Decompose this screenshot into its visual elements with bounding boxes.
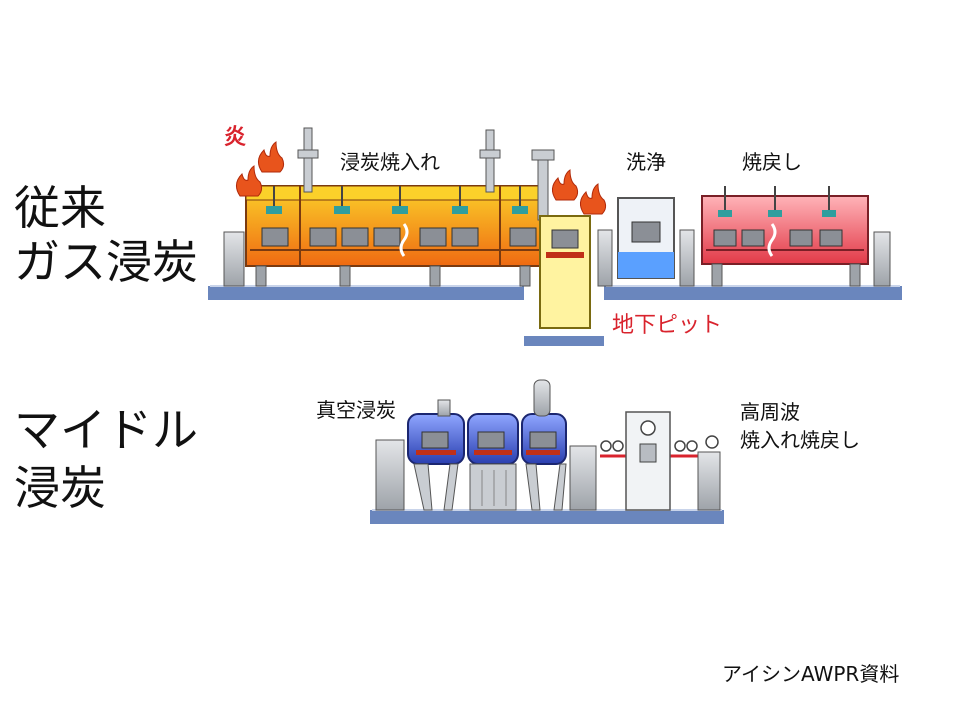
conventional-label-line1: 従来: [14, 181, 106, 235]
carburizing-furnace: [245, 185, 543, 287]
tempering-furnace: [701, 186, 891, 287]
loader-left: [223, 231, 245, 287]
washing-machine: [597, 197, 695, 287]
source-credit: アイシンAWPR資料: [722, 662, 900, 686]
upper-floor: [208, 286, 902, 346]
hf-label-line1: 高周波: [740, 400, 800, 424]
underground-pit-label: 地下ピット: [612, 313, 723, 338]
mild-label-line1: マイドル: [14, 403, 198, 457]
conventional-label-line2: ガス浸炭: [14, 235, 198, 289]
oil-quench-tank: [539, 215, 591, 329]
vacuum-loader: [375, 439, 405, 511]
mild-label-line2: 浸炭: [14, 461, 106, 515]
hf-label-line2: 焼入れ焼戻し: [740, 428, 860, 452]
flame-icons: [236, 141, 607, 215]
induction-line: [569, 411, 721, 511]
tempering-label: 焼戻し: [742, 150, 802, 174]
vacuum-carburizing-label: 真空浸炭: [316, 398, 396, 422]
lower-floor: [370, 510, 724, 524]
washing-label: 洗浄: [626, 150, 666, 174]
flame-label: 炎: [224, 125, 247, 150]
vacuum-carburizing-furnace: [407, 379, 567, 511]
carburize-quench-label: 浸炭焼入れ: [340, 150, 440, 174]
